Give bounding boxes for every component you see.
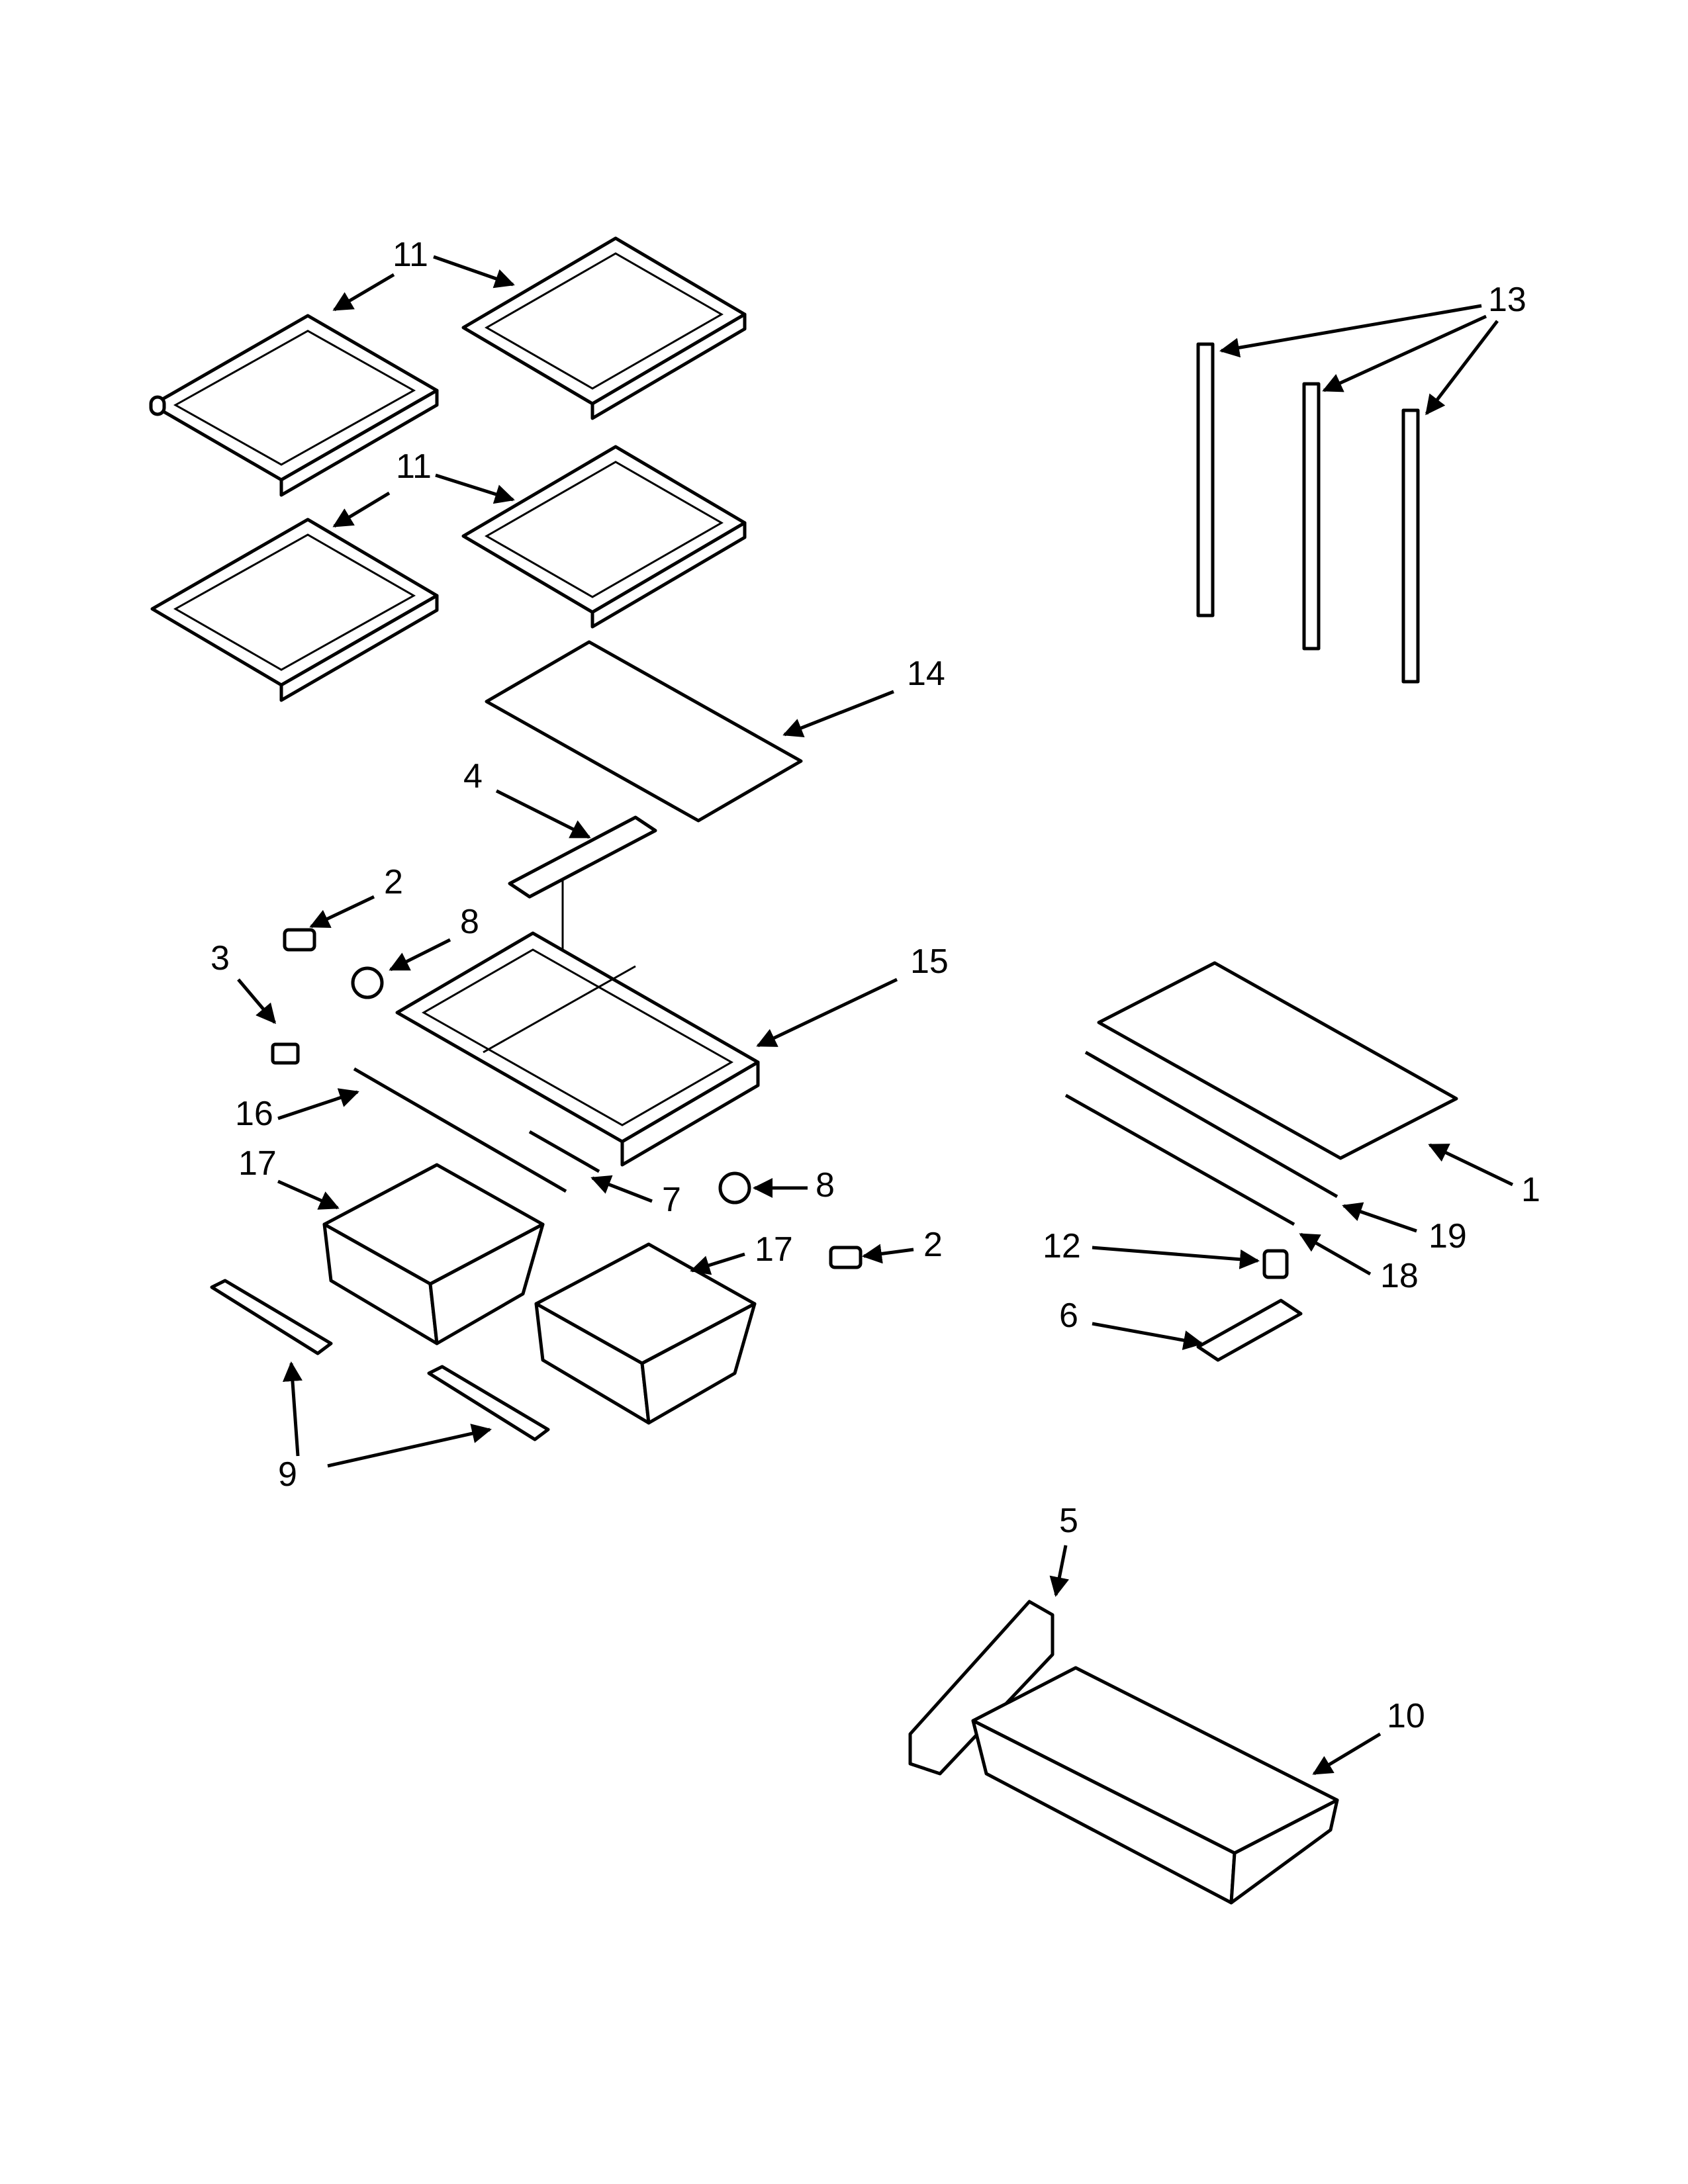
callout-17-right: 17 xyxy=(755,1230,793,1269)
callout-10: 10 xyxy=(1387,1697,1425,1735)
crisper-drawer-part-17-a xyxy=(322,1163,545,1345)
clip-part-3 xyxy=(271,1042,300,1065)
handle-part-9-a xyxy=(210,1279,333,1355)
pantry-drawer-part-10 xyxy=(971,1666,1339,1905)
callout-17-left: 17 xyxy=(238,1144,277,1183)
callout-5: 5 xyxy=(1059,1502,1078,1540)
callout-11-top: 11 xyxy=(393,236,428,274)
callout-3: 3 xyxy=(211,939,230,978)
handle-part-9-b xyxy=(427,1365,550,1441)
rod-part-16 xyxy=(353,1067,567,1193)
trim-strip-part-18 xyxy=(1064,1093,1295,1226)
shelf-part-11-c xyxy=(150,518,439,702)
crisper-drawer-part-17-b xyxy=(534,1242,757,1425)
callout-4: 4 xyxy=(463,757,483,796)
callout-18: 18 xyxy=(1380,1257,1419,1295)
screw-part-2-a xyxy=(283,928,316,952)
callout-15: 15 xyxy=(910,942,949,981)
callout-14: 14 xyxy=(907,655,945,693)
callout-11-bottom: 11 xyxy=(396,447,432,486)
glass-shelf-part-14 xyxy=(485,640,803,823)
screw-part-2-b xyxy=(829,1246,863,1269)
shelf-part-11-d xyxy=(461,445,747,629)
callout-1: 1 xyxy=(1521,1171,1540,1209)
crisper-frame-part-15 xyxy=(395,931,760,1167)
callout-16: 16 xyxy=(235,1095,273,1133)
callout-7: 7 xyxy=(662,1181,681,1219)
callout-12: 12 xyxy=(1043,1227,1081,1265)
callout-13: 13 xyxy=(1488,281,1526,319)
screw-part-12 xyxy=(1262,1249,1289,1279)
bracket-part-6 xyxy=(1196,1298,1303,1362)
callout-9: 9 xyxy=(278,1455,297,1494)
shelf-part-11-a xyxy=(149,314,439,497)
shelf-ladder-part-13 xyxy=(1196,342,1420,684)
callout-2-top: 2 xyxy=(384,863,403,901)
bracket-part-5 xyxy=(908,1600,1055,1776)
shelf-part-11-b xyxy=(461,236,747,420)
wheel-part-8-b xyxy=(718,1171,751,1205)
wheel-part-8-a xyxy=(351,966,384,999)
callout-8-bottom: 8 xyxy=(816,1166,835,1205)
callout-8-top: 8 xyxy=(460,903,479,941)
callout-6: 6 xyxy=(1059,1297,1078,1335)
trim-strip-part-19 xyxy=(1084,1050,1338,1199)
rail-part-7 xyxy=(528,1130,600,1173)
rail-part-4 xyxy=(508,815,657,899)
glass-shelf-part-1 xyxy=(1097,961,1458,1160)
callout-2-bottom: 2 xyxy=(923,1226,943,1264)
callout-19: 19 xyxy=(1429,1217,1467,1255)
